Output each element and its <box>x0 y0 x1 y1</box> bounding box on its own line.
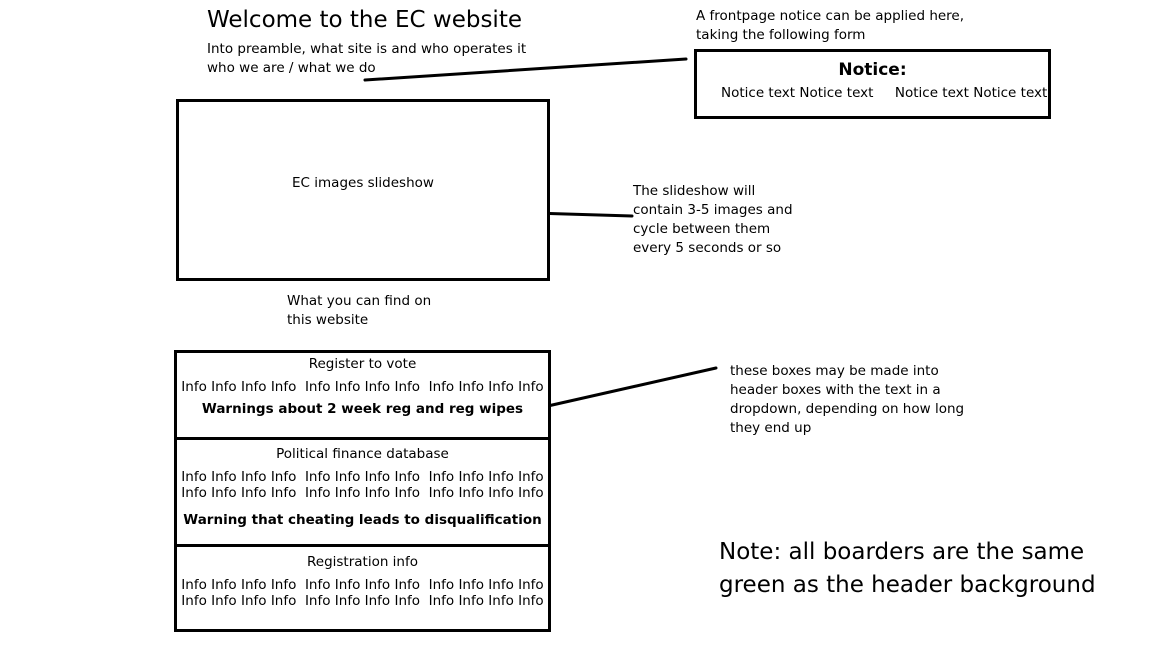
notice-box: Notice: Notice text Notice text Notice t… <box>694 49 1051 119</box>
boxes-connector-line <box>537 366 718 410</box>
slideshow-note-line: every 5 seconds or so <box>633 240 782 256</box>
preamble-line: who we are / what we do <box>207 60 376 76</box>
section-title: Registration info <box>306 554 419 570</box>
info-sections: Register to vote Info Info Info Info Inf… <box>174 350 551 632</box>
find-on-site-label: What you can find on this website <box>287 292 447 330</box>
notice-caption: A frontpage notice can be applied here, … <box>696 7 964 45</box>
boxes-note-line: header boxes with the text in a <box>730 382 941 398</box>
slideshow-note-line: The slideshow will <box>633 183 756 199</box>
section-registration-info[interactable]: Registration info Info Info Info Info In… <box>177 553 548 609</box>
borders-note-line: green as the header background <box>719 572 1096 598</box>
section-register-to-vote[interactable]: Register to vote Info Info Info Info Inf… <box>177 355 548 419</box>
boxes-note-line: these boxes may be made into <box>730 363 939 379</box>
section-warning: Warnings about 2 week reg and reg wipes <box>201 401 524 417</box>
slideshow-note-line: cycle between them <box>633 221 771 237</box>
section-divider <box>177 437 548 440</box>
borders-note-line: Note: all boarders are the same <box>719 539 1085 565</box>
section-warning: Warning that cheating leads to disqualif… <box>183 512 542 528</box>
preamble: Into preamble, what site is and who oper… <box>207 40 526 78</box>
notice-text: Notice text Notice text Notice text Noti… <box>721 85 1048 101</box>
section-info-text: Info Info Info Info Info Info Info Info … <box>181 577 544 593</box>
notice-caption-line: A frontpage notice can be applied here, <box>696 8 965 24</box>
section-title: Political finance database <box>276 446 449 462</box>
boxes-note-line: they end up <box>730 420 812 436</box>
notice-connector-line <box>363 57 688 82</box>
find-on-site-line: What you can find on <box>287 293 432 309</box>
boxes-note: these boxes may be made into header boxe… <box>730 362 970 438</box>
find-on-site-line: this website <box>287 312 369 328</box>
notice-heading: Notice: <box>838 60 907 80</box>
preamble-line: Into preamble, what site is and who oper… <box>207 41 527 57</box>
slideshow-note-line: contain 3-5 images and <box>633 202 793 218</box>
section-political-finance[interactable]: Political finance database Info Info Inf… <box>177 445 548 530</box>
page-title: Welcome to the EC website <box>207 7 522 33</box>
section-info-text: Info Info Info Info Info Info Info Info … <box>181 379 544 395</box>
section-title: Register to vote <box>308 356 417 372</box>
boxes-note-line: dropdown, depending on how long <box>730 401 965 417</box>
section-info-text: Info Info Info Info Info Info Info Info … <box>181 485 544 501</box>
section-divider <box>177 544 548 547</box>
image-slideshow[interactable]: EC images slideshow <box>176 99 550 281</box>
section-info-text: Info Info Info Info Info Info Info Info … <box>181 593 544 609</box>
borders-note: Note: all boarders are the same green as… <box>719 536 1099 602</box>
section-info-text: Info Info Info Info Info Info Info Info … <box>181 469 544 485</box>
slideshow-note: The slideshow will contain 3-5 images an… <box>633 182 803 258</box>
slideshow-label: EC images slideshow <box>292 175 434 191</box>
notice-caption-line: taking the following form <box>696 27 866 43</box>
